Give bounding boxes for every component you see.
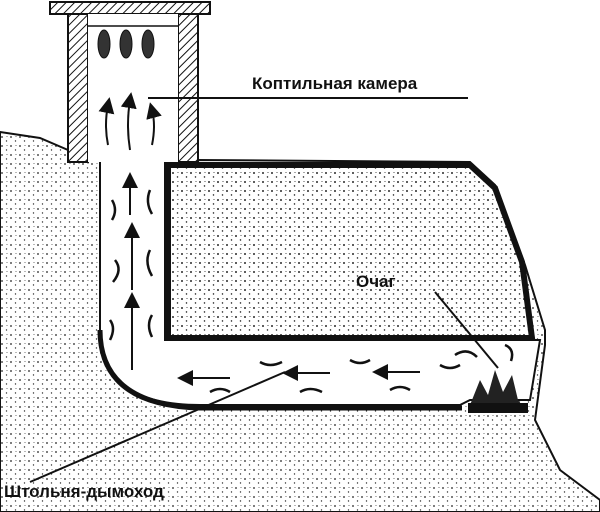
- chamber-wall-right: [177, 13, 199, 163]
- smoke-arrows: [98, 92, 420, 386]
- earth-block: [165, 162, 536, 341]
- smoke-wisps: [108, 189, 514, 394]
- chamber-lid: [49, 1, 211, 15]
- leader-lines: [29, 97, 499, 483]
- label-tunnel-chimney: Штольня-дымоход: [4, 482, 164, 501]
- fish-icon: [88, 25, 178, 59]
- tunnel-floor: [97, 329, 462, 411]
- fire-icon: [468, 370, 528, 413]
- chamber-wall-left: [67, 13, 89, 163]
- label-smoking-chamber: Коптильная камера: [252, 74, 418, 93]
- label-hearth: Очаг: [356, 272, 396, 291]
